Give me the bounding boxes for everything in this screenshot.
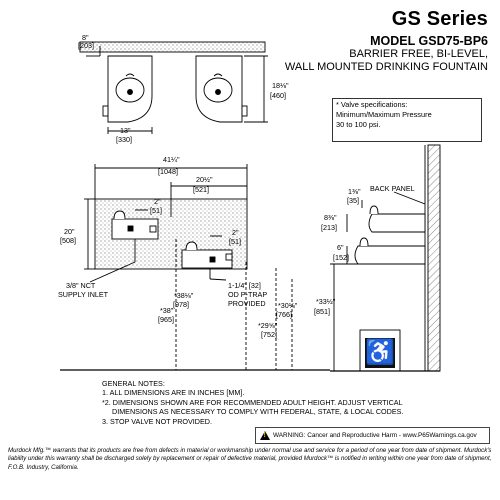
series-title: GS Series <box>391 8 488 30</box>
dim-38a-mm: [978] <box>173 300 189 309</box>
side-view <box>330 144 441 372</box>
spec-line: Minimum/Maximum Pressure <box>336 110 432 119</box>
notes-title: GENERAL NOTES: <box>102 379 165 388</box>
dim-1-mm: [35] <box>347 196 359 205</box>
dim-value: 8" <box>82 33 89 42</box>
prop65-warning: ! WARNING: Cancer and Reproductive Harm … <box>255 427 490 444</box>
top-view <box>79 41 268 134</box>
wheelchair-clearance <box>359 329 401 372</box>
dim-30: *30⅛" <box>278 301 298 310</box>
general-notes: GENERAL NOTES: 1. ALL DIMENSIONS ARE IN … <box>102 379 403 426</box>
supply-inlet-label: SUPPLY INLET <box>58 290 109 299</box>
dim-8-mm: [203] <box>78 41 94 50</box>
dim-8s-mm: [213] <box>321 223 337 232</box>
side-upper-fountain <box>368 213 426 233</box>
spec-line: * Valve specifications: <box>336 100 408 109</box>
note-2b: DIMENSIONS AS NECESSARY TO COMPLY WITH F… <box>112 407 404 417</box>
dim-2b-mm: [51] <box>229 237 241 246</box>
dim-20r-mm: [521] <box>193 185 209 194</box>
dim-1: 1⅜" <box>348 187 361 196</box>
warranty-text: Murdock Mfg.™ warrants that its products… <box>8 447 492 471</box>
back-panel-label: BACK PANEL <box>370 184 415 193</box>
dim-30-mm: [766] <box>276 310 292 319</box>
valve-spec-box: * Valve specifications: Minimum/Maximum … <box>332 98 482 142</box>
dim-2a-mm: [51] <box>150 206 162 215</box>
supply-nct-label: 3/8" NCT <box>66 281 96 290</box>
dim-41: 41¼" <box>163 155 180 164</box>
dim-20: 20" <box>64 227 75 236</box>
wall-section <box>427 144 441 372</box>
dim-2b: 2" <box>232 228 239 237</box>
ptrap-label-2: OD P-TRAP <box>228 290 268 299</box>
ptrap-label-3: PROVIDED <box>228 299 266 308</box>
dim-33-mm: [851] <box>314 307 330 316</box>
dim-8s: 8⅜" <box>324 213 337 222</box>
dim-8: 8" <box>82 34 89 42</box>
dim-18: 18⅛" <box>272 81 289 90</box>
dim-38-mm: [965] <box>158 315 174 324</box>
dim-20-mm: [508] <box>60 236 76 245</box>
dim-33: *33½" <box>316 297 336 306</box>
spec-line: 30 to 100 psi. <box>336 120 381 129</box>
note-1: 1. ALL DIMENSIONS ARE IN INCHES [MM]. <box>102 388 245 398</box>
bowl-right <box>195 55 243 123</box>
dim-2a: 2" <box>154 197 161 206</box>
ptrap-label-1: 1-1/4" [32] <box>228 281 261 290</box>
front-view <box>60 164 330 371</box>
wall-top-hatch <box>79 41 266 53</box>
product-description-1: BARRIER FREE, BI-LEVEL, <box>349 48 488 60</box>
dim-38: *38" <box>160 306 174 315</box>
dim-38a: *38⅛" <box>174 291 194 300</box>
dim-29: *29⅝" <box>258 321 278 330</box>
note-3: 3. STOP VALVE NOT PROVIDED. <box>102 416 212 426</box>
note-2a: *2. DIMENSIONS SHOWN ARE FOR RECOMMENDED… <box>102 397 403 407</box>
dim-6: 6" <box>337 243 344 252</box>
wheelchair-icon: ♿ <box>365 338 395 368</box>
dim-20r: 20½" <box>196 175 213 184</box>
warning-text: WARNING: Cancer and Reproductive Harm - … <box>273 432 477 439</box>
product-description-2: WALL MOUNTED DRINKING FOUNTAIN <box>284 61 488 73</box>
dim-13: 13" <box>120 126 131 135</box>
dim-41-mm: [1048] <box>158 167 178 176</box>
warning-triangle-icon: ! <box>260 431 270 440</box>
bowl-left <box>107 55 153 123</box>
dim-18-mm: [460] <box>270 91 286 100</box>
side-lower-fountain <box>354 245 426 265</box>
low-fountain <box>181 249 233 269</box>
model-number: MODEL GSD75-BP6 <box>370 34 488 48</box>
dim-6-mm: [152] <box>333 253 349 262</box>
dim-29-mm: [752] <box>261 330 277 339</box>
dim-13-mm: [330] <box>116 135 132 144</box>
